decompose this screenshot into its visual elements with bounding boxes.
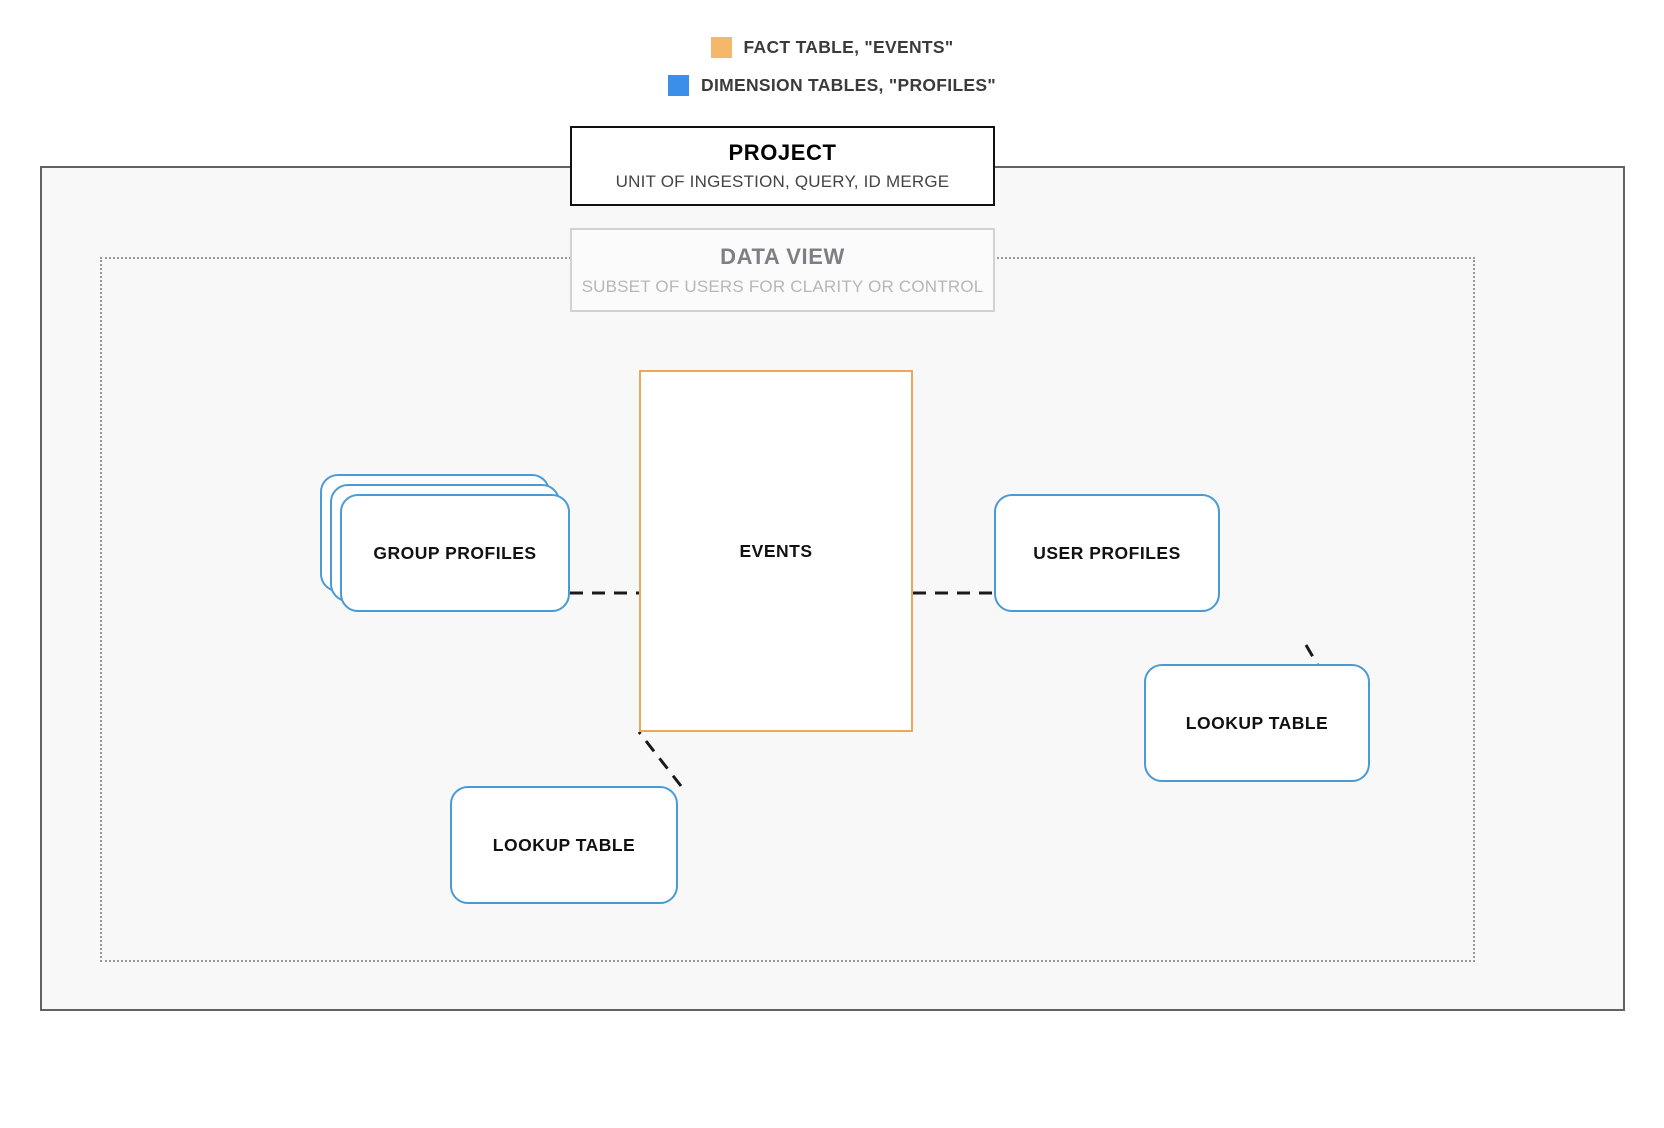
data-view-subtitle: SUBSET OF USERS FOR CLARITY OR CONTROL bbox=[581, 276, 984, 296]
node-group-profiles[interactable]: GROUP PROFILES bbox=[320, 474, 570, 612]
project-subtitle: UNIT OF INGESTION, QUERY, ID MERGE bbox=[615, 172, 950, 191]
color-swatch-orange-icon bbox=[710, 36, 732, 58]
node-user-profiles[interactable]: USER PROFILES bbox=[994, 494, 1220, 612]
project-header-card: PROJECT UNIT OF INGESTION, QUERY, ID MER… bbox=[570, 126, 995, 206]
data-view-header-card: DATA VIEW SUBSET OF USERS FOR CLARITY OR… bbox=[570, 228, 995, 312]
node-group-profiles-label: GROUP PROFILES bbox=[373, 542, 537, 563]
node-lookup-table-left[interactable]: LOOKUP TABLE bbox=[450, 786, 678, 904]
node-lookup-table-left-label: LOOKUP TABLE bbox=[492, 834, 636, 855]
legend-row-dimension-tables: DIMENSION TABLES, "PROFILES" bbox=[0, 66, 1664, 104]
color-swatch-blue-icon bbox=[668, 74, 690, 96]
node-user-profiles-label: USER PROFILES bbox=[1033, 542, 1181, 563]
legend: FACT TABLE, "EVENTS" DIMENSION TABLES, "… bbox=[0, 28, 1664, 104]
node-lookup-table-right[interactable]: LOOKUP TABLE bbox=[1144, 664, 1370, 782]
node-events-label: EVENTS bbox=[739, 540, 813, 561]
node-events[interactable]: EVENTS bbox=[639, 370, 913, 732]
node-lookup-table-right-label: LOOKUP TABLE bbox=[1185, 712, 1329, 733]
data-view-title: DATA VIEW bbox=[720, 243, 845, 269]
legend-label-fact-table: FACT TABLE, "EVENTS" bbox=[743, 36, 954, 57]
node-group-profiles-stack-front[interactable]: GROUP PROFILES bbox=[340, 494, 570, 612]
project-title: PROJECT bbox=[728, 140, 837, 165]
legend-label-dimension-tables: DIMENSION TABLES, "PROFILES" bbox=[701, 74, 996, 95]
legend-row-fact-table: FACT TABLE, "EVENTS" bbox=[0, 28, 1664, 66]
